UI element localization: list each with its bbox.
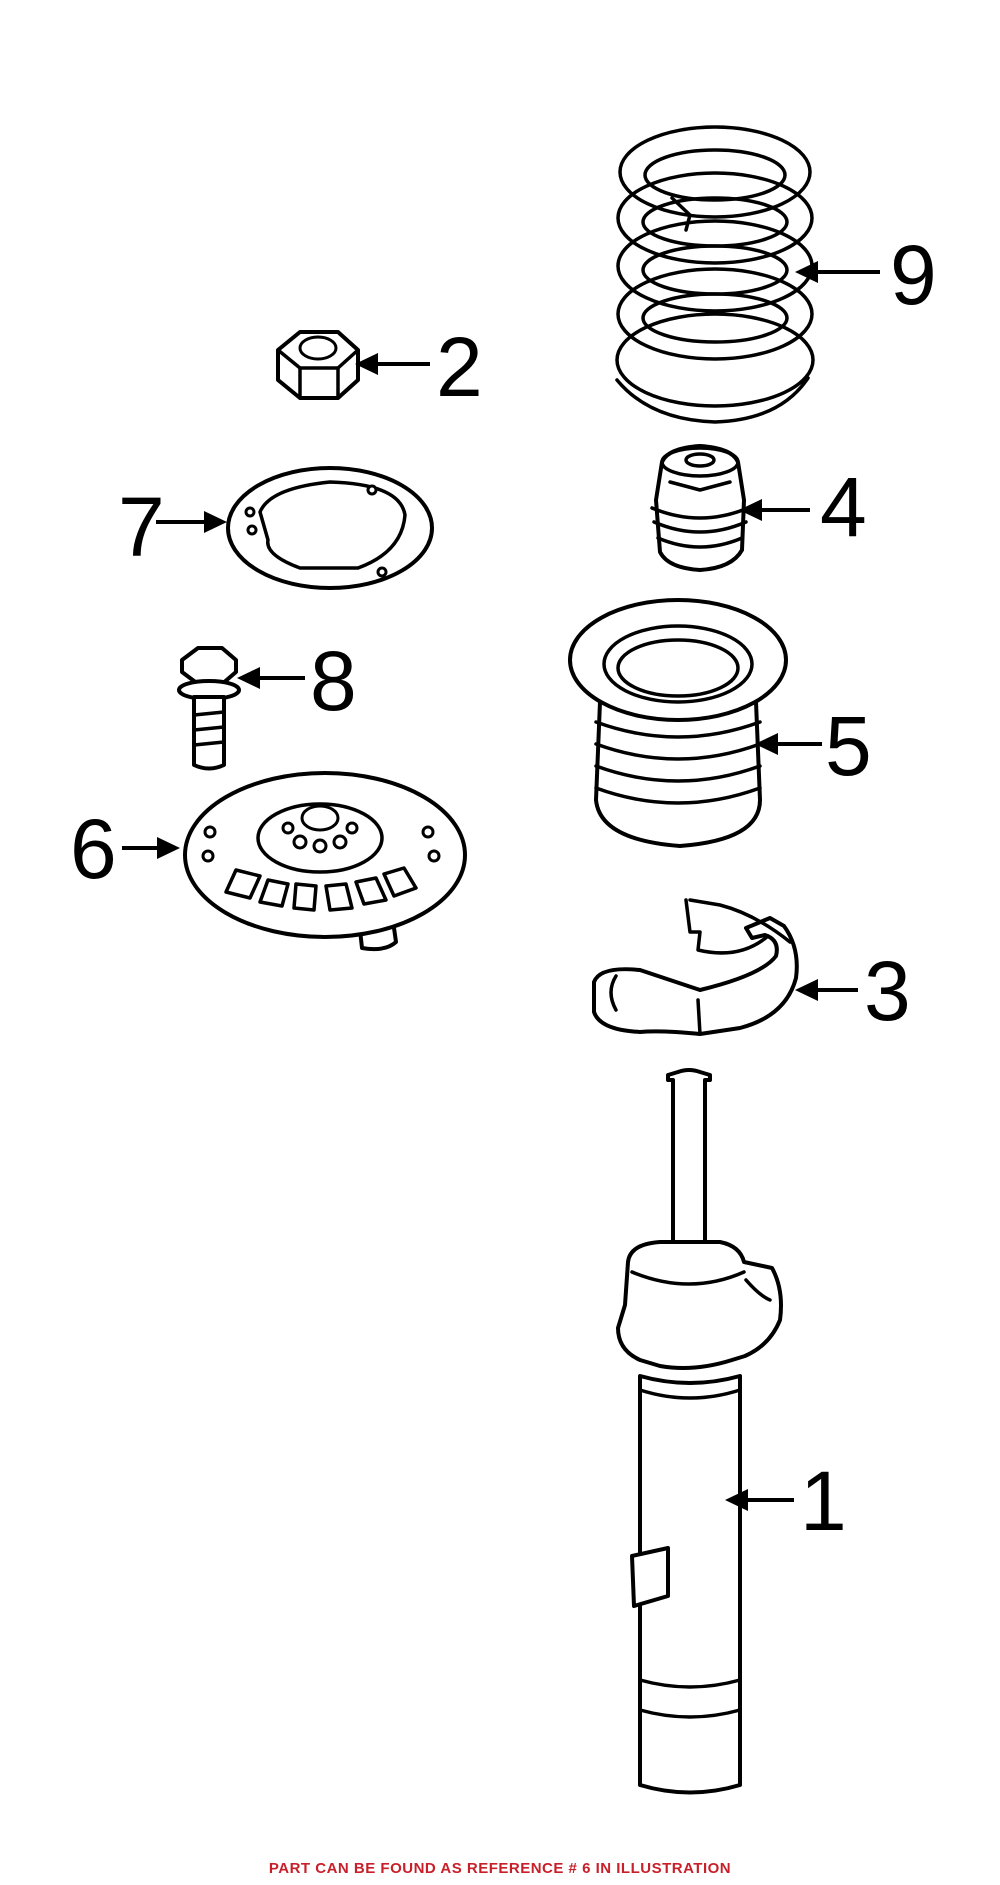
part-6-strut-mount (183, 771, 467, 952)
part-5-dust-boot (568, 598, 788, 848)
callout-1-number: 1 (800, 1454, 847, 1548)
callout-7: 7 (118, 480, 227, 574)
part-7-ring-gasket (226, 466, 434, 590)
part-2-nut (276, 330, 360, 400)
callout-8-number: 8 (310, 634, 357, 728)
callout-6: 6 (70, 802, 180, 896)
callout-4-number: 4 (820, 460, 867, 554)
part-4-bump-stop (650, 444, 750, 572)
callout-9: 9 (795, 228, 937, 322)
callout-1: 1 (725, 1454, 847, 1548)
callout-4: 4 (739, 460, 867, 554)
reference-note: PART CAN BE FOUND AS REFERENCE # 6 IN IL… (268, 1860, 732, 1877)
callout-2-number: 2 (436, 320, 483, 414)
part-1-shock-absorber (616, 1068, 783, 1795)
callout-2: 2 (355, 320, 483, 414)
part-8-bolt (177, 646, 241, 771)
part-9-coil-spring (615, 125, 815, 424)
callout-6-number: 6 (70, 802, 117, 896)
callout-5-number: 5 (825, 699, 872, 793)
callout-7-number: 7 (118, 480, 165, 574)
callout-5: 5 (755, 699, 872, 793)
callout-8: 8 (237, 634, 357, 728)
callout-3: 3 (795, 944, 911, 1038)
callout-3-number: 3 (864, 944, 911, 1038)
callout-9-number: 9 (890, 228, 937, 322)
part-3-spring-pad (592, 898, 799, 1036)
